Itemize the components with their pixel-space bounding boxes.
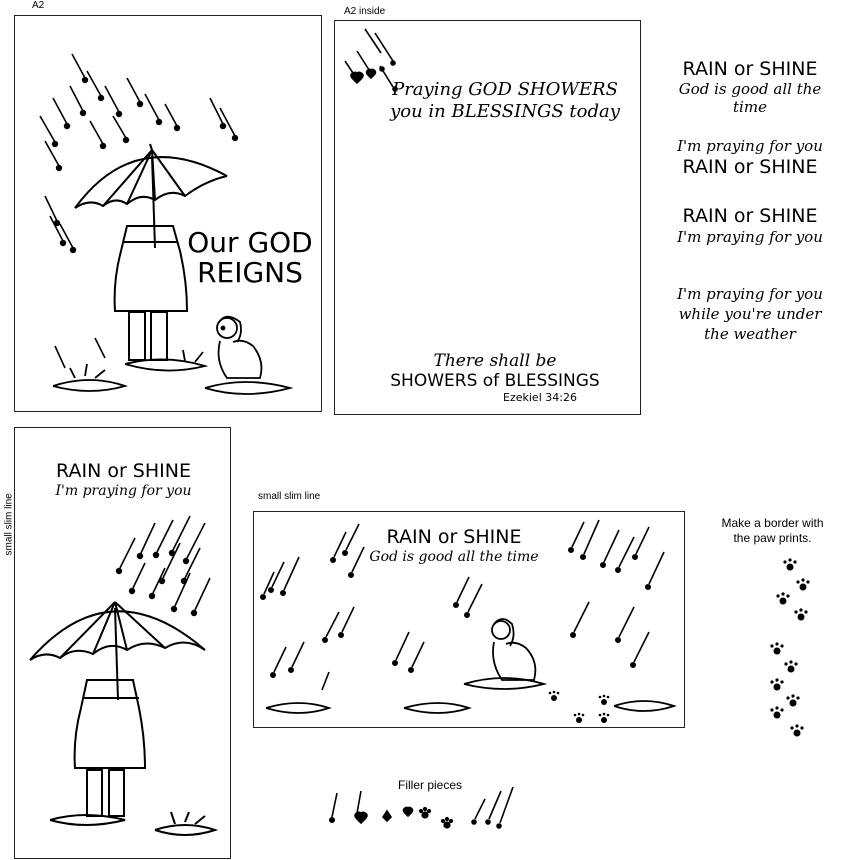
slim-horizontal-sentiment: RAIN or SHINE God is good all the time — [354, 526, 554, 566]
a2-inside-bottom-line1: There shall be — [433, 351, 557, 371]
sentiment-3-line2: I'm praying for you — [677, 228, 823, 246]
paw-note-line2: the paw prints. — [733, 531, 812, 545]
paw-prints-icon — [548, 690, 610, 723]
a2-inside-reference: Ezekiel 34:26 — [503, 391, 577, 404]
filler-pieces-icons — [329, 786, 514, 829]
sentiment-2: I'm praying for you RAIN or SHINE — [660, 136, 840, 178]
a2-inside-top-line1: Praying GOD SHOWERS — [392, 79, 618, 100]
rain-dog-puddles-illustration — [260, 519, 677, 723]
slim-horizontal-line2: God is good all the time — [369, 549, 539, 565]
slim-horizontal-line1: RAIN or SHINE — [386, 526, 522, 548]
sentiment-4-line1: I'm praying for you — [677, 285, 823, 303]
sentiment-1: RAIN or SHINE God is good all the time — [660, 58, 840, 116]
a2-title-line2: REIGNS — [197, 256, 303, 289]
a2-inside-verse: There shall be SHOWERS of BLESSINGS Ezek… — [375, 351, 615, 405]
sentiment-2-line1: I'm praying for you — [677, 137, 823, 155]
sentiment-1-line1: RAIN or SHINE — [682, 58, 818, 80]
a2-title: Our GOD REIGNS — [185, 228, 315, 288]
sentiment-3-line1: RAIN or SHINE — [682, 205, 818, 227]
a2-title-line1: Our GOD — [187, 226, 313, 259]
card-a2-inside: Praying GOD SHOWERS you in BLESSINGS tod… — [334, 20, 641, 415]
card-slim-vertical: RAIN or SHINE I'm praying for you — [14, 427, 231, 859]
sentiment-1-line2: God is good all the time — [678, 80, 822, 116]
rain-umbrella-girl-illustration — [29, 515, 219, 836]
a2-inside-top-line2: you in BLESSINGS today — [390, 101, 620, 122]
paw-print-border-icon — [770, 558, 810, 737]
sentiment-3: RAIN or SHINE I'm praying for you — [660, 205, 840, 247]
label-small-slim-line-vertical: small slim line — [3, 493, 15, 556]
paw-note: Make a border with the paw prints. — [705, 516, 840, 546]
slim-vertical-line2: I'm praying for you — [55, 483, 192, 499]
sentiment-4-line3: the weather — [704, 325, 796, 343]
rain-hearts-icon — [344, 28, 398, 92]
filler-pieces-label: Filler pieces — [398, 778, 463, 792]
paw-note-line1: Make a border with — [721, 516, 824, 530]
label-small-slim-line: small slim line — [258, 491, 321, 502]
card-a2: Our GOD REIGNS — [14, 15, 322, 412]
rain-umbrella-girl-dog-illustration — [39, 53, 294, 395]
a2-inside-bottom-line2: SHOWERS of BLESSINGS — [390, 371, 600, 391]
slim-vertical-line1: RAIN or SHINE — [56, 460, 191, 482]
label-a2-inside: A2 inside — [344, 6, 386, 17]
sentiment-4: I'm praying for you while you're under t… — [660, 284, 840, 344]
slim-vertical-sentiment: RAIN or SHINE I'm praying for you — [15, 460, 232, 500]
label-a2: A2 — [32, 0, 45, 11]
card-slim-horizontal: RAIN or SHINE God is good all the time — [253, 511, 685, 728]
sentiment-2-line2: RAIN or SHINE — [682, 156, 818, 178]
a2-inside-top-sentiment: Praying GOD SHOWERS you in BLESSINGS tod… — [375, 79, 635, 123]
sentiment-4-line2: while you're under — [678, 305, 822, 323]
